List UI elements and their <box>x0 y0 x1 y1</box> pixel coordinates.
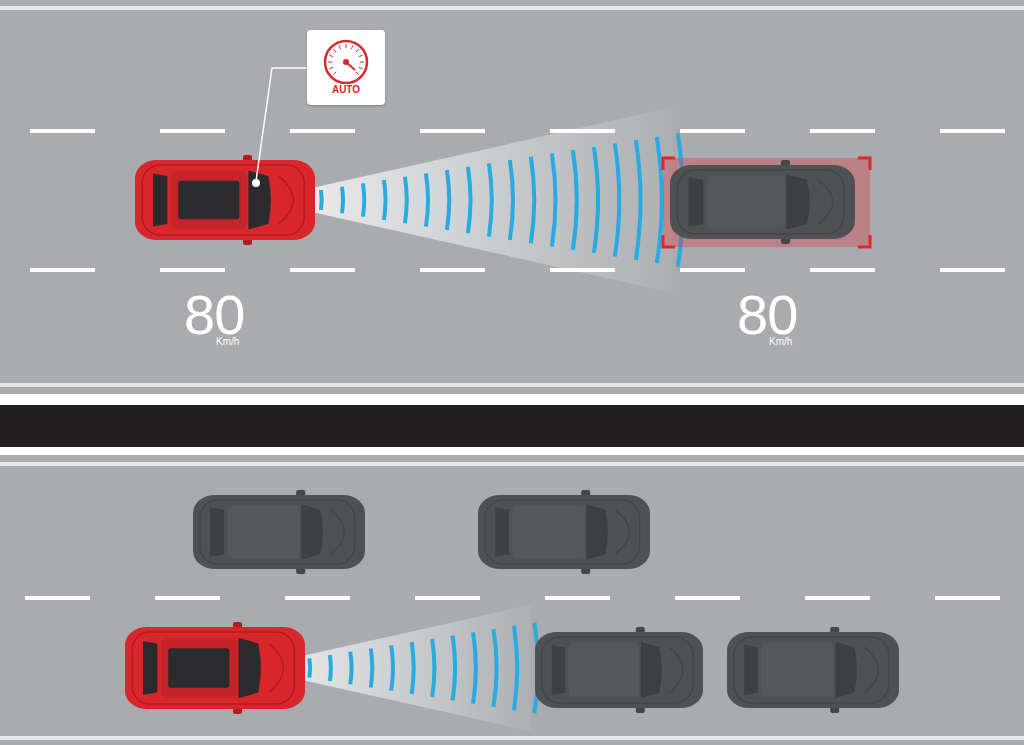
other-car <box>670 160 855 244</box>
lane-dash <box>290 268 355 272</box>
other-car <box>478 490 650 574</box>
radar-wave <box>405 177 407 224</box>
radar-wave <box>573 150 577 250</box>
radar-wave <box>342 187 343 214</box>
lane-dash <box>420 268 485 272</box>
radar-wave <box>552 153 556 246</box>
radar-wave <box>307 658 312 677</box>
other-car <box>535 627 703 713</box>
lane-dash <box>810 129 875 133</box>
radar-wave <box>531 157 534 243</box>
radar-wave <box>489 163 492 236</box>
leader-line <box>256 68 307 181</box>
road-edge <box>0 462 1024 466</box>
own-car <box>125 622 305 714</box>
other-car <box>727 627 899 713</box>
radar-wave <box>391 645 393 690</box>
lane-dash <box>155 596 220 600</box>
radar-wave <box>657 137 662 263</box>
lane-dash <box>680 268 745 272</box>
cars <box>125 155 899 714</box>
lane-dash <box>805 596 870 600</box>
radar-beam <box>258 107 673 292</box>
radar-wave <box>510 160 513 240</box>
radar-wave <box>494 629 497 707</box>
lane-dash <box>30 129 95 133</box>
radar-wave <box>447 170 449 230</box>
radar-wave <box>371 649 373 688</box>
road-edge <box>0 383 1024 387</box>
lane-dash <box>675 596 740 600</box>
leader-dot <box>252 179 260 187</box>
speed-value: 80 <box>184 287 244 343</box>
lane-dash <box>415 596 480 600</box>
lane-dash <box>160 129 225 133</box>
radar-wave <box>615 143 619 256</box>
target-highlight <box>663 158 870 247</box>
radar-wave <box>594 147 598 253</box>
lane-markings <box>25 129 1005 600</box>
lane-dash <box>30 268 95 272</box>
road-edge <box>0 6 1024 10</box>
radar-wave <box>432 639 434 697</box>
radar-wave <box>384 180 386 220</box>
lane-dash <box>285 596 350 600</box>
gap <box>0 447 1024 455</box>
radar-wave <box>363 183 364 216</box>
divider-band <box>0 405 1024 447</box>
gap <box>0 394 1024 405</box>
radar-wave <box>319 190 324 210</box>
radar-wave <box>412 642 414 694</box>
radar-wave <box>330 655 331 681</box>
radar-wave <box>473 632 476 703</box>
speed-unit: Km/h <box>769 337 792 347</box>
speedometer-icon <box>316 34 376 84</box>
lane-dash <box>940 129 1005 133</box>
lane-dash <box>290 129 355 133</box>
lane-dash <box>935 596 1000 600</box>
mode-label: AUTO <box>307 84 385 95</box>
radar-wave <box>426 173 428 226</box>
radar-wave <box>468 167 471 233</box>
lane-dash <box>680 129 745 133</box>
speed-unit: Km/h <box>216 337 239 347</box>
lane-dash <box>420 129 485 133</box>
radar-wave <box>453 636 456 701</box>
own-car <box>135 155 315 245</box>
road-edge <box>0 736 1024 740</box>
lane-dash <box>25 596 90 600</box>
road-bottom <box>0 455 1024 745</box>
radar-wave <box>514 626 517 710</box>
lane-dash <box>940 268 1005 272</box>
lane-dash <box>545 596 610 600</box>
callout-box: AUTO <box>307 30 385 105</box>
road-top <box>0 0 1024 394</box>
other-car <box>193 490 365 574</box>
target-bracket <box>663 158 870 247</box>
lane-dash <box>810 268 875 272</box>
lane-dash <box>160 268 225 272</box>
radar-wave <box>350 652 351 684</box>
radar-wave <box>636 140 641 260</box>
speed-value: 80 <box>737 287 797 343</box>
